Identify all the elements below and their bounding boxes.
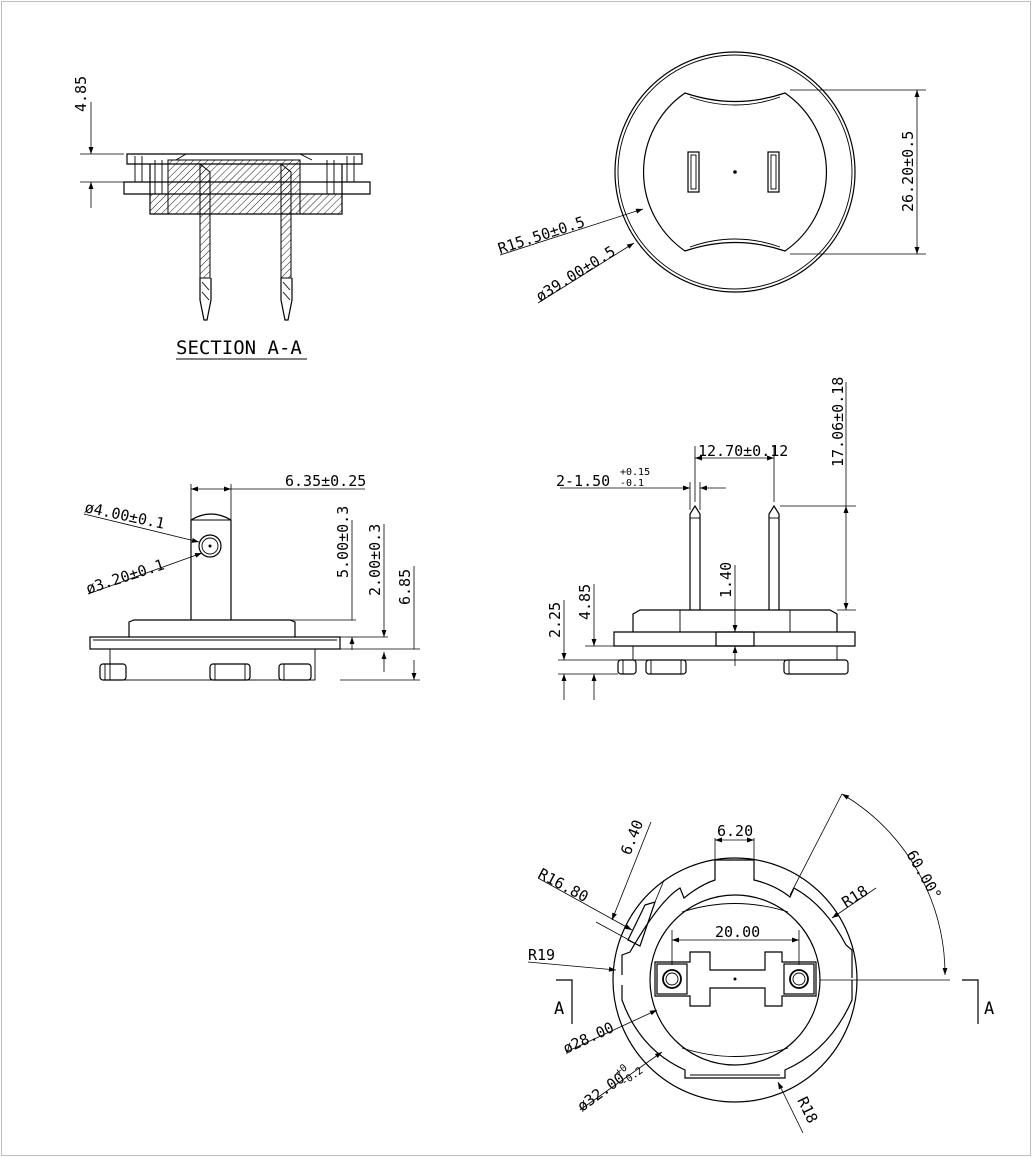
front-dim-pin-width-upper-tol: +0.15 bbox=[620, 467, 650, 478]
front-dim-pin-width-lower-tol: -0.1 bbox=[620, 478, 644, 489]
section-title: SECTION A-A bbox=[176, 337, 302, 359]
bottom-dim-slot-depth: 6.40 bbox=[617, 817, 647, 857]
bottom-dim-slot-width: 6.20 bbox=[717, 822, 753, 840]
section-mark-left: A bbox=[554, 999, 564, 1019]
side-dim-pin-dia-outer: ø4.00±0.1 bbox=[83, 498, 166, 533]
front-dim-pin-width: 2-1.50 bbox=[556, 472, 610, 490]
top-dim-radius: R15.50±0.5 bbox=[496, 213, 587, 258]
bottom-dim-angle: 60.00° bbox=[903, 847, 946, 903]
top-view: R15.50±0.5 ø39.00±0.5 26.20±0.5 bbox=[496, 51, 926, 305]
top-dim-width: 26.20±0.5 bbox=[899, 131, 917, 212]
bottom-dim-span: 20.00 bbox=[715, 923, 760, 941]
section-mark-right: A bbox=[984, 999, 994, 1019]
side-dim-pin-height: 5.00±0.3 bbox=[334, 506, 352, 578]
section-view-a-a: 4.85 SECTION A-A bbox=[72, 76, 371, 360]
bottom-dim-r18-upper: R18 bbox=[839, 882, 872, 912]
bottom-dim-inner-dia: ø28.00 bbox=[560, 1018, 617, 1057]
side-dim-pin-offset: 6.35±0.25 bbox=[285, 472, 366, 490]
front-dim-pin-width-main: 2-1.50 bbox=[556, 472, 610, 490]
side-dim-step: 2.00±0.3 bbox=[366, 524, 384, 596]
bottom-dim-r19: R19 bbox=[528, 946, 555, 964]
bottom-view: 20.00 6.20 6.40 R16.80 R19 R18 60.00° ø2… bbox=[527, 793, 994, 1134]
front-dim-body: 4.85 bbox=[576, 584, 594, 620]
front-dim-base: 2.25 bbox=[546, 602, 564, 638]
front-dim-pin-length: 17.06±0.18 bbox=[829, 377, 847, 467]
front-view: 2-1.50 +0.15 -0.1 12.70±0.12 17.06±0.18 … bbox=[546, 377, 856, 700]
side-dim-total: 6.85 bbox=[396, 569, 414, 605]
side-view: 6.35±0.25 ø4.00±0.1 ø3.20±0.1 5.00±0.3 2… bbox=[83, 472, 420, 681]
side-dim-pin-dia-inner: ø3.20±0.1 bbox=[84, 556, 167, 598]
section-dim-height: 4.85 bbox=[72, 76, 90, 112]
bottom-dim-r16: R16.80 bbox=[535, 865, 591, 906]
front-dim-pin-gap: 1.40 bbox=[717, 562, 735, 598]
top-dim-diameter: ø39.00±0.5 bbox=[533, 242, 619, 305]
front-dim-pin-spacing: 12.70±0.12 bbox=[698, 442, 788, 460]
